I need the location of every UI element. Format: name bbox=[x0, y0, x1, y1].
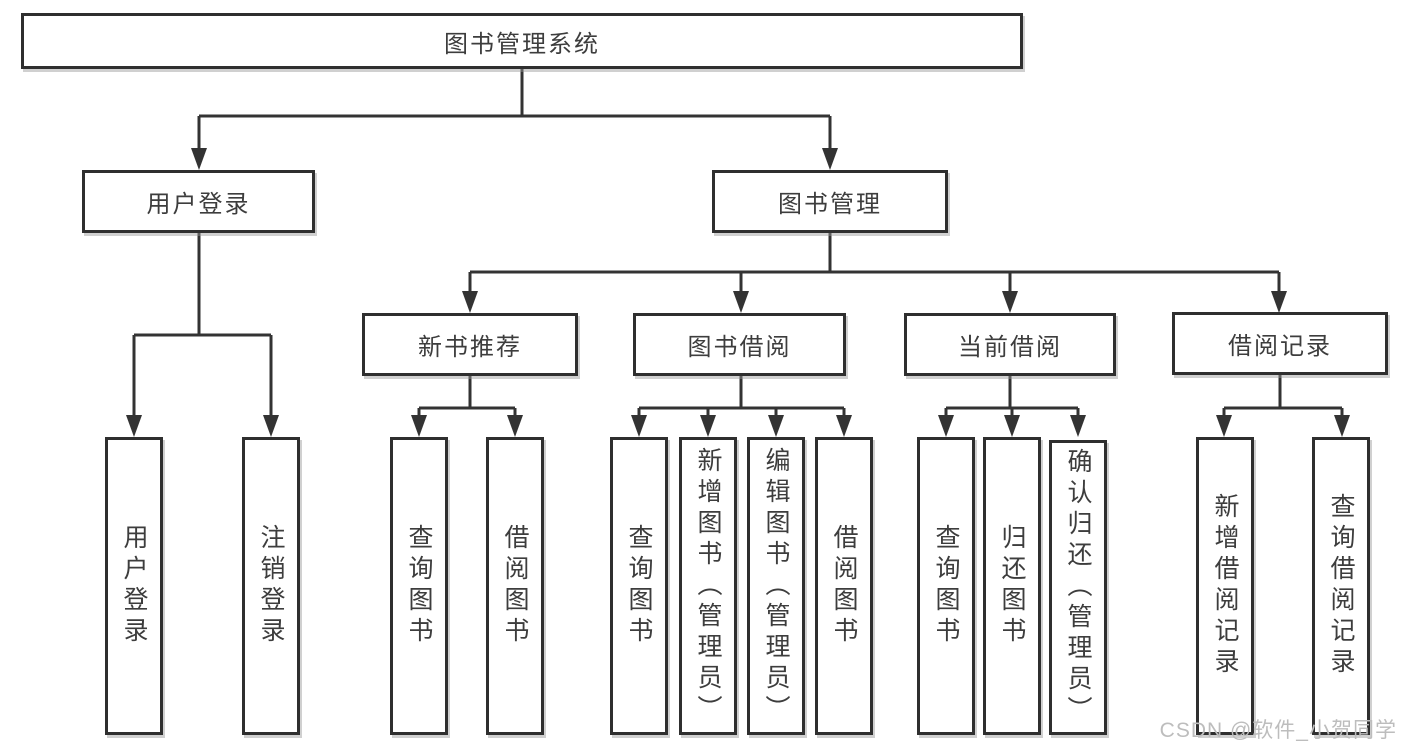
arrow-down-icon bbox=[836, 415, 852, 437]
leaf-user-login: 用户登录 bbox=[105, 437, 163, 735]
arrow-down-icon bbox=[768, 415, 784, 437]
arrow-down-icon bbox=[1004, 415, 1020, 437]
node-book-borrow: 图书借阅 bbox=[633, 313, 846, 376]
arrow-down-icon bbox=[411, 415, 427, 437]
leaf-current-return-book: 归还图书 bbox=[983, 437, 1041, 735]
arrow-down-icon bbox=[631, 415, 647, 437]
node-root-system: 图书管理系统 bbox=[21, 13, 1023, 69]
arrow-down-icon bbox=[263, 415, 279, 437]
node-new-book-recommend: 新书推荐 bbox=[362, 313, 578, 376]
leaf-newbook-query-book: 查询图书 bbox=[390, 437, 448, 735]
node-user-login: 用户登录 bbox=[82, 170, 315, 233]
arrow-down-icon bbox=[1216, 415, 1232, 437]
leaf-borrow-query-book: 查询图书 bbox=[610, 437, 668, 735]
arrow-down-icon bbox=[507, 415, 523, 437]
arrowheads bbox=[126, 148, 1350, 437]
leaf-newbook-borrow-book: 借阅图书 bbox=[486, 437, 544, 735]
arrow-down-icon bbox=[126, 415, 142, 437]
arrow-down-icon bbox=[1070, 415, 1086, 437]
node-current-borrow: 当前借阅 bbox=[904, 313, 1116, 376]
leaf-borrow-borrow-book: 借阅图书 bbox=[815, 437, 873, 735]
connector-current-borrow-branch bbox=[944, 376, 1080, 417]
node-book-management: 图书管理 bbox=[712, 170, 948, 233]
connector-borrow-record-branch bbox=[1222, 375, 1344, 417]
arrow-down-icon bbox=[462, 291, 478, 313]
leaf-logout: 注销登录 bbox=[242, 437, 300, 735]
arrow-down-icon bbox=[1271, 291, 1287, 313]
leaf-record-add-borrow-record: 新增借阅记录 bbox=[1196, 437, 1254, 735]
leaf-borrow-add-book-admin: 新增图书（管理员） bbox=[679, 437, 737, 735]
arrow-down-icon bbox=[1002, 291, 1018, 313]
connector-new-book-branch bbox=[417, 376, 517, 417]
connector-book-borrow-branch bbox=[637, 376, 846, 417]
arrow-down-icon bbox=[191, 148, 207, 170]
connector-book-management-branch bbox=[468, 233, 1281, 293]
leaf-current-confirm-return-admin: 确认归还（管理员） bbox=[1049, 440, 1107, 735]
arrow-down-icon bbox=[700, 415, 716, 437]
node-borrow-record: 借阅记录 bbox=[1172, 312, 1388, 375]
leaf-record-query-borrow-record: 查询借阅记录 bbox=[1312, 437, 1370, 735]
leaf-current-query-book: 查询图书 bbox=[917, 437, 975, 735]
arrow-down-icon bbox=[822, 148, 838, 170]
arrow-down-icon bbox=[1334, 415, 1350, 437]
connector-root-to-level2 bbox=[197, 69, 832, 150]
leaf-borrow-edit-book-admin: 编辑图书（管理员） bbox=[747, 437, 805, 735]
csdn-watermark: CSDN @软件_小贺同学 bbox=[1159, 719, 1397, 742]
connector-user-login-branch bbox=[132, 233, 273, 417]
arrow-down-icon bbox=[733, 291, 749, 313]
arrow-down-icon bbox=[938, 415, 954, 437]
